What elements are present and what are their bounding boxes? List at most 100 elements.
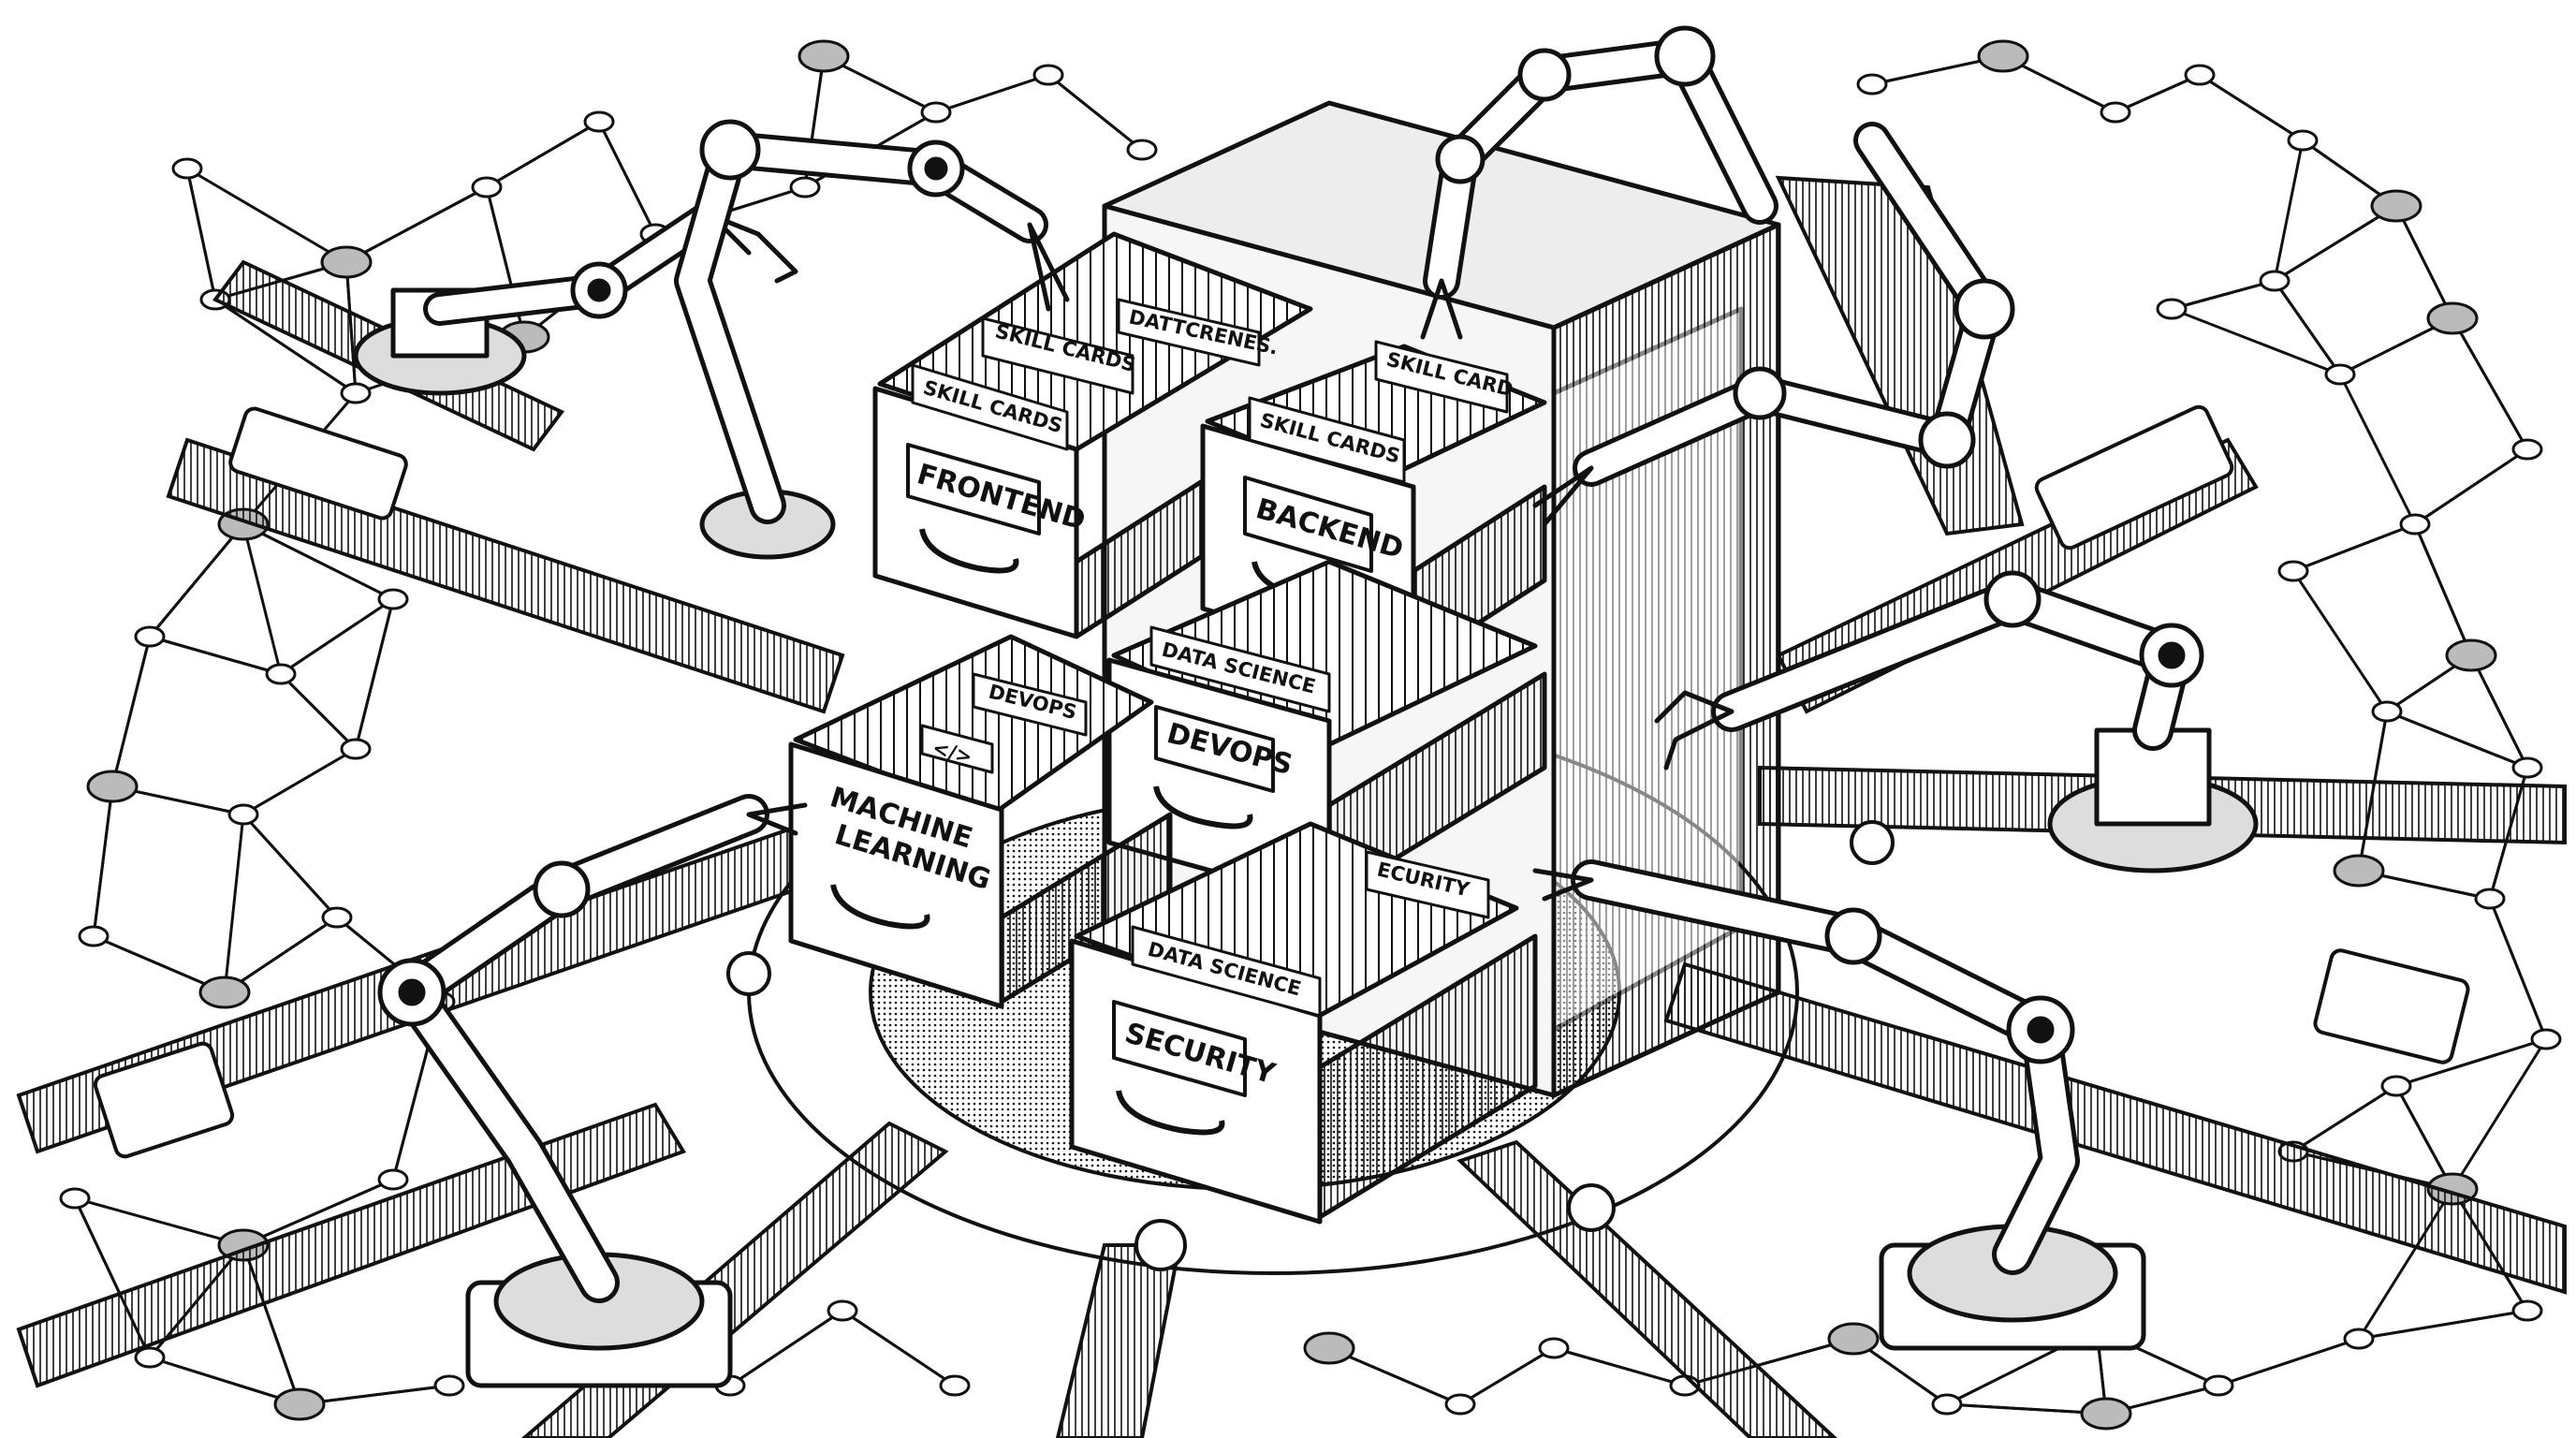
network-edge xyxy=(2292,1084,2397,1153)
network-node-icon xyxy=(2511,756,2543,779)
tab-skill-cards-back xyxy=(981,316,1134,395)
network-edge xyxy=(2199,73,2304,142)
network-edge xyxy=(2217,1337,2360,1387)
drawer-label-plate xyxy=(1112,1000,1247,1097)
network-edge xyxy=(729,1309,843,1387)
network-node-icon xyxy=(134,1346,166,1369)
network-edge xyxy=(345,185,488,264)
network-edge xyxy=(280,597,394,676)
network-edge xyxy=(597,121,657,235)
network-node-icon xyxy=(2343,1328,2375,1350)
drawer-security[interactable] xyxy=(1069,821,1538,1225)
network-node-icon xyxy=(2371,700,2403,723)
network-edge xyxy=(2413,523,2473,656)
conveyor-plate-northeast xyxy=(2034,404,2234,550)
network-node-icon xyxy=(2324,363,2356,386)
robot-arm-icon xyxy=(1532,122,2015,527)
network-edge xyxy=(935,73,1049,114)
network-node-icon xyxy=(265,663,297,685)
network-node-icon xyxy=(1444,1393,1476,1416)
network-node-icon xyxy=(1977,39,2029,73)
network-node-icon xyxy=(2277,560,2309,582)
network-node-icon xyxy=(2287,129,2319,152)
tab-data-science-low xyxy=(1131,925,1322,1018)
network-edge xyxy=(2115,73,2201,114)
network-edge xyxy=(2274,204,2397,283)
conveyor-belt-south-east xyxy=(1456,1139,1837,1438)
drawer-handle-icon xyxy=(1153,785,1253,829)
network-edge xyxy=(842,1309,956,1387)
network-edge xyxy=(2394,1085,2454,1190)
network-node-icon xyxy=(377,1168,409,1191)
tab-ecurity xyxy=(1365,850,1490,919)
tab-skill-cards-front xyxy=(911,363,1069,451)
conveyor-belt-south xyxy=(1055,1243,1182,1438)
drawer-machine-learning[interactable] xyxy=(788,634,1173,1009)
network-edge xyxy=(2273,280,2342,375)
conveyor-plate-west xyxy=(93,1041,235,1159)
network-edge xyxy=(93,934,226,994)
drawer-label-plate xyxy=(906,443,1041,536)
network-node-icon xyxy=(1303,1331,1355,1365)
network-node-icon xyxy=(321,906,353,929)
network-node-icon xyxy=(2080,1397,2132,1431)
conveyor-plate-east xyxy=(2313,948,2470,1064)
network-node-icon xyxy=(2426,301,2479,335)
network-node-icon xyxy=(59,1187,91,1210)
network-edge xyxy=(224,916,338,994)
network-node-icon xyxy=(583,110,615,133)
network-node-icon xyxy=(273,1387,326,1421)
network-node-icon xyxy=(2399,513,2431,536)
network-edge xyxy=(148,523,245,638)
network-edge xyxy=(1553,1346,1686,1387)
network-edge xyxy=(2451,1038,2548,1190)
network-node-icon xyxy=(920,101,952,124)
network-node-icon xyxy=(471,176,503,198)
network-node-icon xyxy=(939,1374,971,1397)
tab-devops-small xyxy=(972,672,1088,737)
network-edge xyxy=(242,523,283,675)
network-node-icon xyxy=(2380,1075,2412,1097)
network-edge xyxy=(110,636,152,787)
network-node-icon xyxy=(1856,73,1888,95)
platform-node xyxy=(1850,820,1895,865)
robot-arm-icon xyxy=(1532,859,2146,1351)
network-edge xyxy=(2386,710,2528,770)
network-edge xyxy=(2394,205,2454,319)
tab-code-symbol xyxy=(920,724,994,774)
drawer-label-plate xyxy=(1154,705,1275,793)
network-node-icon xyxy=(1538,1337,1570,1359)
network-edge xyxy=(2292,522,2416,573)
network-edge xyxy=(2291,570,2389,712)
network-edge xyxy=(2469,654,2529,769)
network-edge xyxy=(1459,1346,1555,1406)
network-edge xyxy=(2488,898,2548,1040)
network-node-icon xyxy=(798,39,850,73)
drawer-frontend[interactable] xyxy=(872,231,1313,639)
platform-node xyxy=(1567,1183,1616,1232)
network-node-icon xyxy=(2511,438,2543,461)
network-edge xyxy=(92,785,114,937)
network-node-icon xyxy=(1032,64,1064,86)
network-edge xyxy=(2395,1037,2547,1088)
network-edge xyxy=(2451,317,2529,450)
drawer-handle-icon xyxy=(830,884,930,930)
network-node-icon xyxy=(2184,64,2216,86)
drawer-handle-icon xyxy=(919,528,1019,574)
drawer-handle-icon xyxy=(1116,1090,1225,1136)
network-edge xyxy=(242,813,339,919)
network-edge xyxy=(2358,1309,2528,1341)
network-edge xyxy=(2171,307,2341,376)
network-edge xyxy=(149,1356,300,1406)
platform-node xyxy=(726,951,771,996)
network-edge xyxy=(2171,279,2276,311)
network-node-icon xyxy=(2474,888,2506,910)
network-node-icon xyxy=(86,770,139,803)
robot-arm-icon xyxy=(377,794,808,1388)
network-node-icon xyxy=(1827,1322,1880,1356)
network-edge xyxy=(242,522,394,601)
drawer-face xyxy=(788,741,1004,1009)
network-node-icon xyxy=(198,976,251,1009)
network-node-icon xyxy=(320,245,373,279)
network-edge xyxy=(185,168,217,301)
